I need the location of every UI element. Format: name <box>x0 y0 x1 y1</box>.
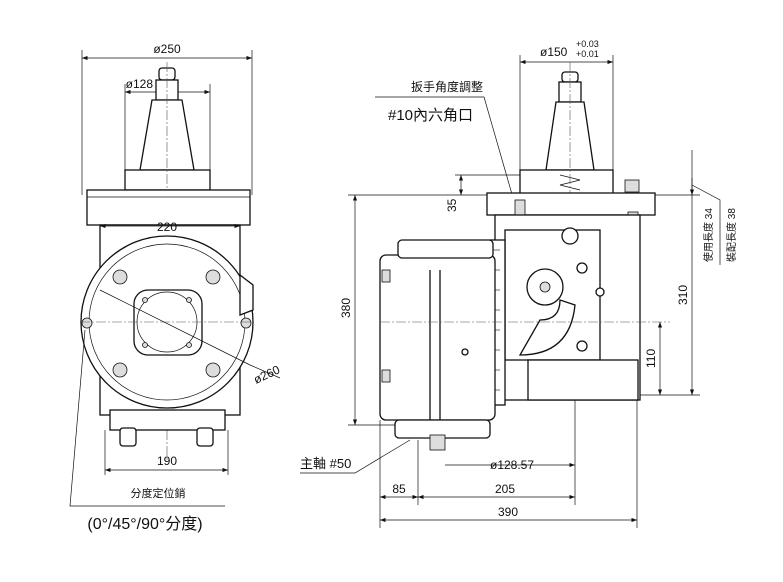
label-use-length: 使用長度 34 <box>702 208 715 262</box>
label-hex-socket: #10內六角口 <box>388 107 473 124</box>
holder-flange <box>519 169 614 196</box>
tol-upper: +0.03 <box>576 39 599 49</box>
dim-line-260 <box>99 289 251 366</box>
spindle-face <box>133 289 203 356</box>
dim-260: ø260 <box>251 362 282 386</box>
dim-220: 220 <box>157 220 177 234</box>
label-wrench-angle: 扳手角度調整 <box>411 79 483 94</box>
right-view: ø150 +0.03 +0.01 扳手角度調整 #10內六角口 380 35 3… <box>300 39 738 528</box>
dim-150: ø150 <box>540 45 568 59</box>
top-plate <box>86 189 251 226</box>
dim-390: 390 <box>498 505 518 519</box>
label-index-pin: 分度定位銷 <box>131 486 186 500</box>
dim-205: 205 <box>495 482 515 496</box>
tol-lower: +0.01 <box>576 49 599 59</box>
dim-110: 110 <box>644 349 658 368</box>
dim-250: ø250 <box>153 42 181 56</box>
dim-380: 380 <box>339 298 353 318</box>
dim-190: 190 <box>157 454 177 468</box>
dim-pcd: ø128.57 <box>490 458 534 472</box>
left-view: ø250 ø128 220 ø260 190 分度定位銷 (0°/45°/90°… <box>69 42 282 533</box>
side-housing <box>379 254 496 421</box>
dim-85: 85 <box>392 482 406 496</box>
label-index-angles: (0°/45°/90°分度) <box>87 515 202 533</box>
label-assembly-length: 裝配長度 38 <box>725 208 738 262</box>
label-spindle: 主軸 #50 <box>300 456 351 471</box>
dim-310: 310 <box>676 285 690 305</box>
holder-flange <box>124 169 211 191</box>
dim-35: 35 <box>445 198 459 212</box>
dim-128: ø128 <box>126 77 154 91</box>
leader-pin <box>69 329 225 507</box>
